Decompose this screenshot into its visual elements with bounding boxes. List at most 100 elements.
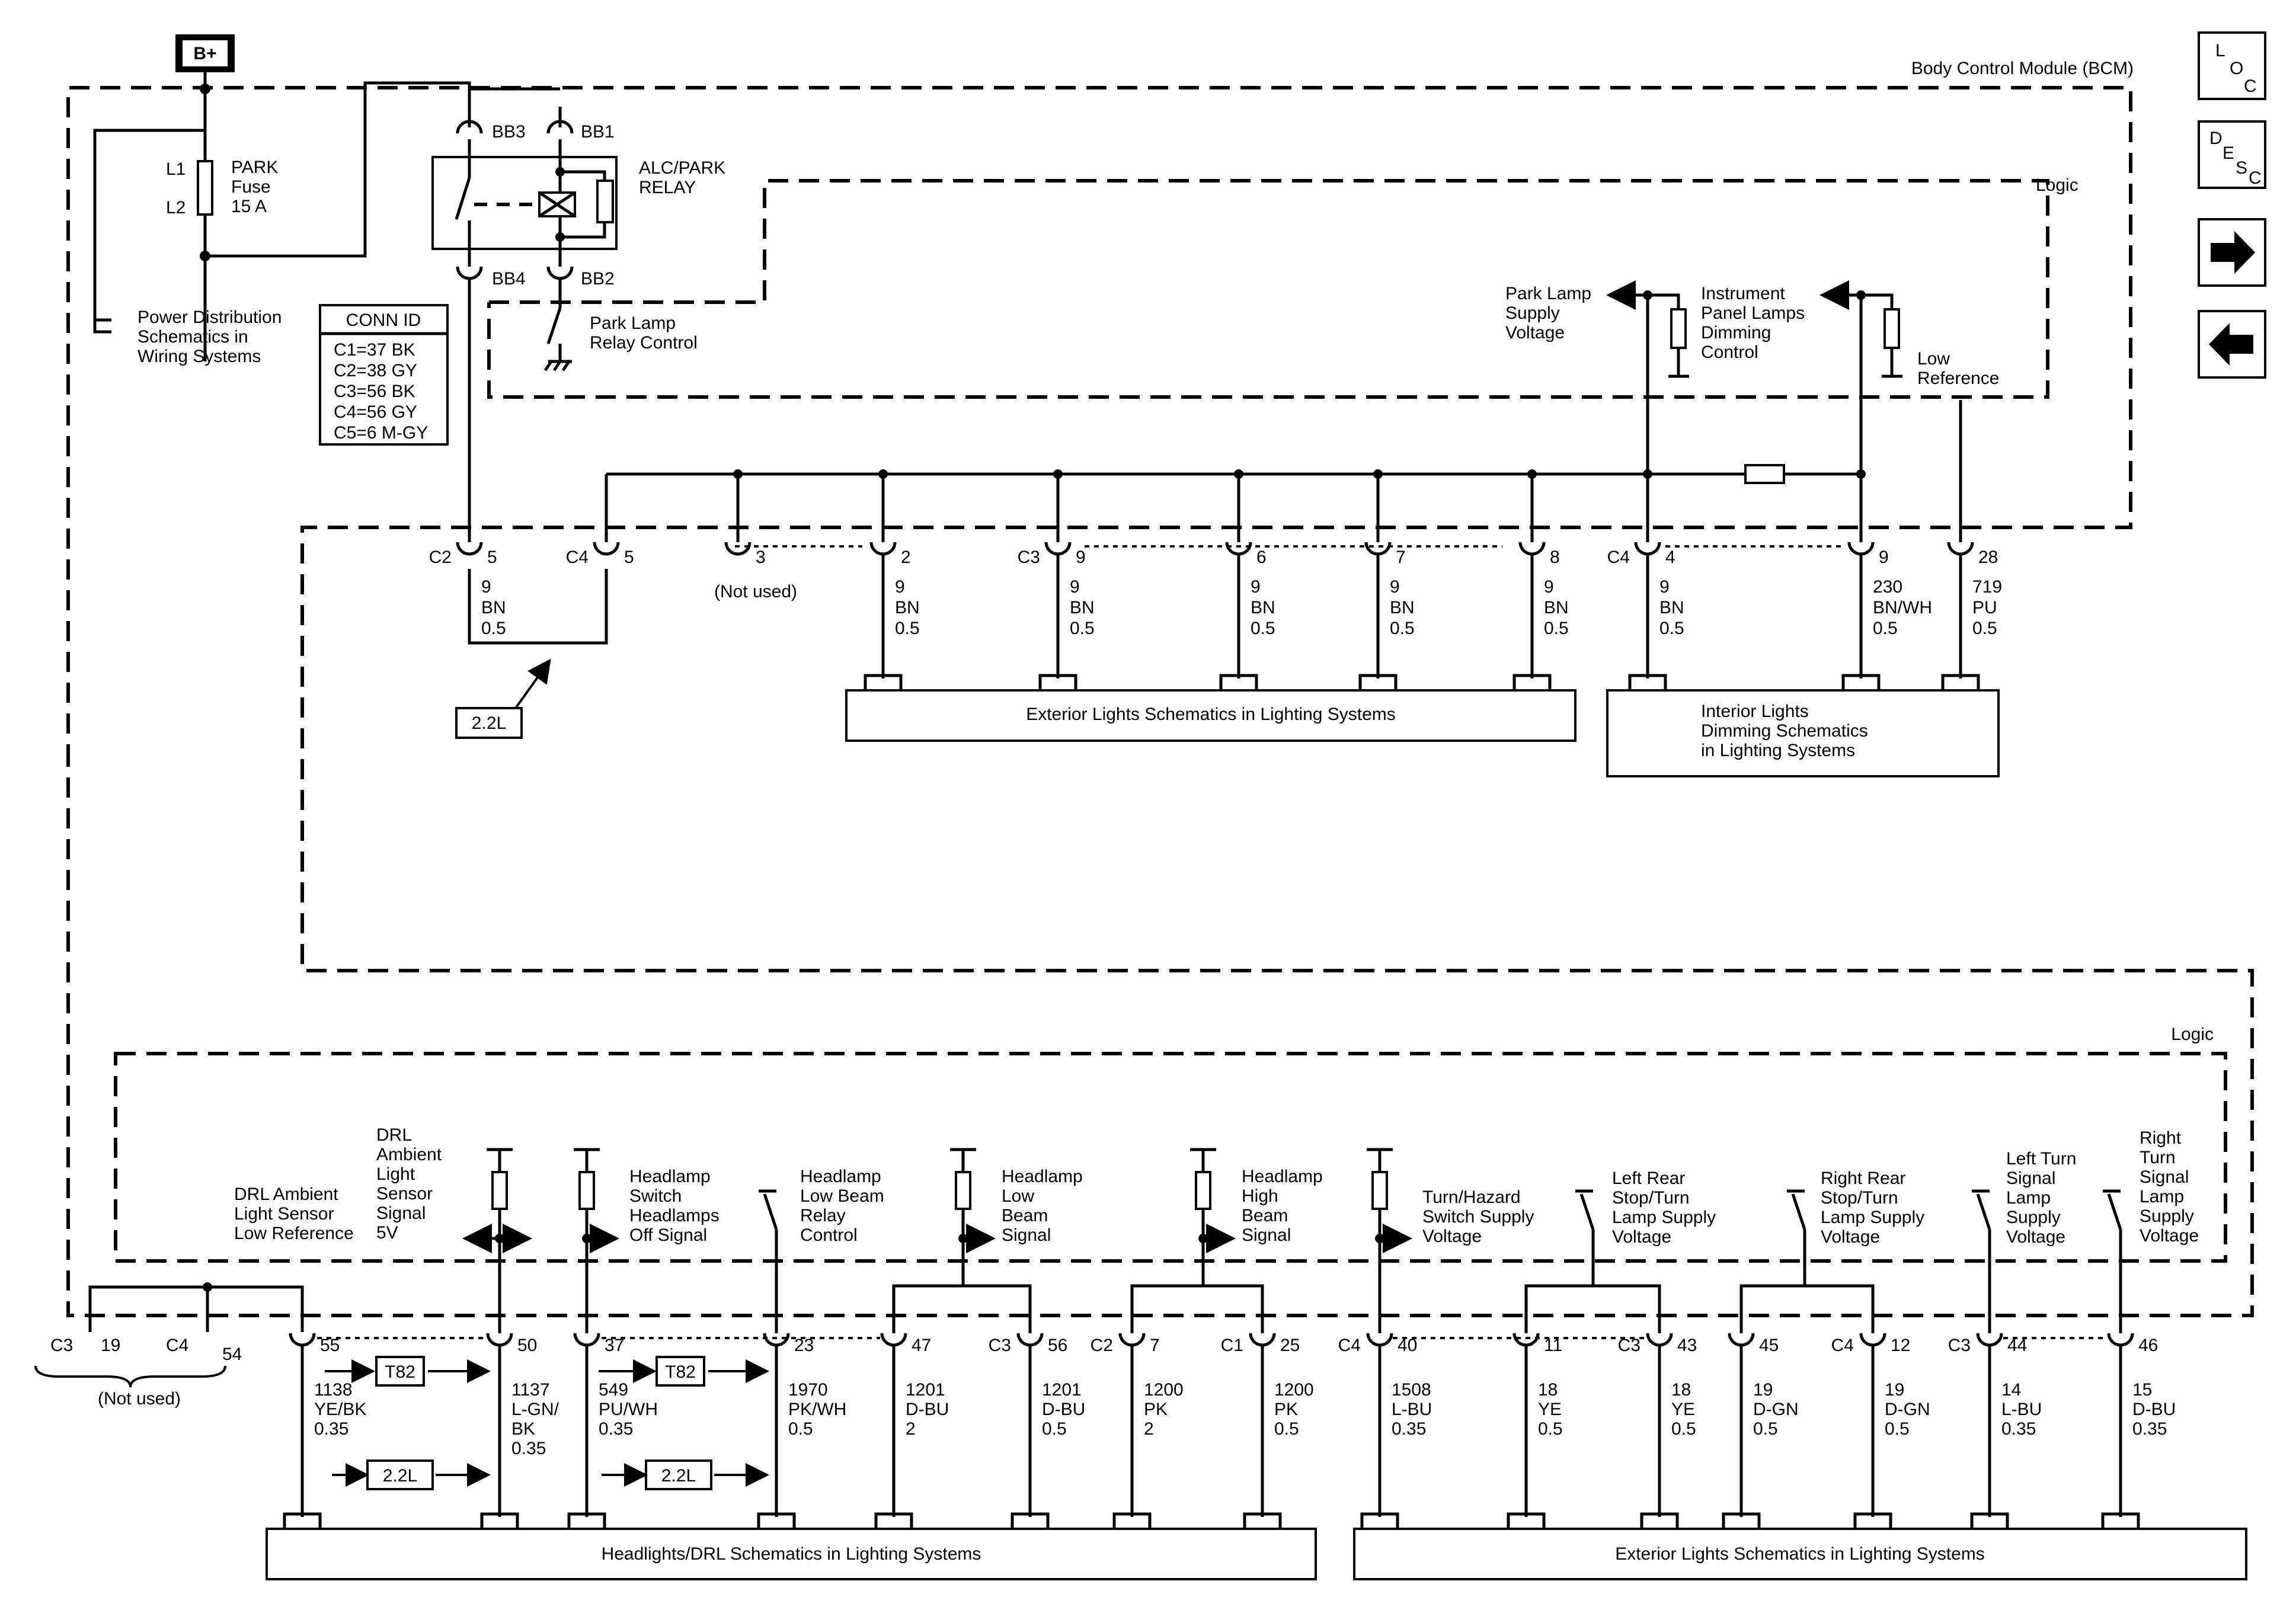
upper-pin-3 (869, 542, 897, 556)
power-dist-line-2: Wiring Systems (137, 347, 261, 366)
lower-terminal-12 (1853, 1512, 1892, 1529)
upper-pin-conn-1: C4 (566, 548, 589, 567)
upper-terminal-8 (1628, 674, 1667, 690)
lower-pin-num-2: 37 (605, 1336, 624, 1355)
hl-switch-line-3: Off Signal (629, 1225, 707, 1245)
lower-pin-wire-13-1: L-BU (2001, 1400, 2042, 1419)
ext-lights-lower-label: Exterior Lights Schematics in Lighting S… (1615, 1544, 1985, 1564)
lower-pin-wire-9-1: YE (1538, 1400, 1562, 1419)
upper-pin-4 (1044, 542, 1072, 556)
headlights-drl-label: Headlights/DRL Schematics in Lighting Sy… (602, 1544, 981, 1564)
upper-pin-wire-8-0: 9 (1659, 577, 1670, 597)
upper-terminal-4 (1038, 674, 1077, 690)
lower-pin-4 (880, 1333, 907, 1347)
upper-terminal-7 (1512, 674, 1552, 690)
lower-pin-2 (573, 1333, 600, 1347)
lower-terminal-7 (1243, 1512, 1282, 1529)
upper-pin-num-2: 3 (756, 548, 766, 567)
turn-hazard-line-2: Voltage (1422, 1227, 1482, 1246)
upper-terminal-3 (864, 674, 903, 690)
lower-pin-wire-12-1: D-GN (1885, 1400, 1930, 1419)
desc-letter-e: E (2223, 143, 2234, 163)
desc-letter-c: C (2249, 168, 2262, 188)
hl-low-relay-line-3: Control (800, 1225, 858, 1245)
hl-high-beam-line-2: Beam (1242, 1206, 1288, 1225)
tag-22l-b: 2.2L (661, 1466, 696, 1486)
desc-button[interactable] (2198, 120, 2266, 189)
upper-pin-num-3: 2 (901, 548, 911, 567)
hl-low-relay-line-1: Low Beam (800, 1186, 884, 1206)
fuse-l2: L2 (166, 198, 186, 217)
lower-pin-wire-6-2: 2 (1144, 1419, 1154, 1439)
upper-pin-7 (1518, 542, 1546, 556)
lower-pin-conn-6: C2 (1091, 1336, 1113, 1355)
lower-pin-num-5: 56 (1048, 1336, 1067, 1355)
upper-pin-8 (1634, 542, 1661, 556)
upper-pin-wire-6-1: BN (1390, 598, 1415, 617)
relay-control-line-0: Park Lamp (590, 313, 676, 333)
right-rear-line-3: Voltage (1821, 1227, 1880, 1247)
bplus-label: B+ (193, 44, 216, 63)
upper-pin-wire-5-1: BN (1251, 598, 1275, 617)
loc-button[interactable] (2198, 31, 2266, 100)
upper-pin-wire-10-1: PU (1972, 598, 1997, 617)
not-used-label: (Not used) (98, 1389, 181, 1409)
lower-pin-num-4: 47 (912, 1336, 931, 1355)
hl-switch-line-2: Headlamps (629, 1206, 720, 1225)
turn-hazard-line-0: Turn/Hazard (1422, 1188, 1521, 1207)
park-supply-line-2: Voltage (1505, 323, 1565, 343)
upper-pin-num-4: 9 (1076, 548, 1086, 567)
lower-pin-wire-6-1: PK (1144, 1400, 1168, 1419)
drl-signal-line-2: Light (376, 1164, 415, 1184)
fuse-name: PARK (231, 158, 278, 177)
hl-low-beam-line-3: Signal (1002, 1225, 1051, 1245)
next-button[interactable] (2198, 218, 2266, 287)
lower-pin-num-8: 40 (1398, 1336, 1417, 1355)
lower-pin-num-14: 46 (2138, 1336, 2158, 1355)
not-used-54: 54 (222, 1345, 242, 1364)
upper-pin-wire-5-0: 9 (1251, 577, 1261, 597)
right-rear-line-2: Lamp Supply (1821, 1208, 1924, 1227)
lower-pin-num-12: 12 (1891, 1336, 1910, 1355)
module-name: Body Control Module (BCM) (1911, 59, 2134, 78)
power-dist-line-1: Schematics in (137, 327, 248, 347)
fuse-word: Fuse (231, 177, 271, 197)
hl-low-relay-line-2: Relay (800, 1206, 846, 1225)
low-ref-line-1: Reference (1917, 369, 1999, 388)
lower-pin-wire-13-2: 0.35 (2001, 1419, 2036, 1439)
upper-pin-wire-5-2: 0.5 (1251, 619, 1275, 638)
park-fuse (197, 160, 213, 216)
lower-pin-wire-8-0: 1508 (1392, 1380, 1431, 1400)
interior-dimming-line-0: Interior Lights (1701, 702, 1809, 721)
lower-pin-conn-8: C4 (1338, 1336, 1361, 1355)
upper-pin-notused: (Not used) (714, 582, 797, 601)
left-turn-line-1: Signal (2006, 1169, 2055, 1188)
upper-pin-wire-0-2: 0.5 (481, 619, 506, 638)
upper-pin-wire-8-1: BN (1659, 598, 1684, 617)
lower-pin-num-9: 11 (1544, 1336, 1562, 1355)
right-turn-line-5: Voltage (2140, 1226, 2199, 1246)
lower-pin-10 (1646, 1333, 1673, 1347)
lower-pin-conn-10: C3 (1618, 1336, 1641, 1355)
hl-high-beam-line-3: Signal (1242, 1225, 1291, 1245)
prev-button[interactable] (2198, 310, 2266, 379)
drl-signal-line-0: DRL (376, 1125, 412, 1145)
left-turn-line-2: Lamp (2006, 1188, 2051, 1208)
loc-letter-c: C (2244, 76, 2257, 96)
upper-pin-9 (1847, 542, 1875, 556)
upper-pin-conn-0: C2 (429, 548, 452, 567)
conn-id-row-1: C2=38 GY (334, 361, 417, 380)
lower-pin-num-10: 43 (1677, 1336, 1697, 1355)
upper-pin-wire-8-2: 0.5 (1659, 619, 1684, 638)
lower-pin-5 (1016, 1333, 1044, 1347)
tag-t82-a: T82 (385, 1362, 415, 1382)
lower-pin-13 (1976, 1333, 2003, 1347)
hl-switch-line-0: Headlamp (629, 1167, 711, 1186)
lower-pin-wire-5-0: 1201 (1042, 1380, 1082, 1400)
upper-pin-wire-0-0: 9 (481, 577, 491, 597)
upper-pin-wire-4-0: 9 (1070, 577, 1080, 597)
lower-terminal-4 (874, 1512, 913, 1529)
lower-pin-wire-11-1: D-GN (1753, 1400, 1799, 1419)
lower-pin-wire-0-1: YE/BK (314, 1400, 366, 1419)
lower-pin-11 (1728, 1333, 1755, 1347)
